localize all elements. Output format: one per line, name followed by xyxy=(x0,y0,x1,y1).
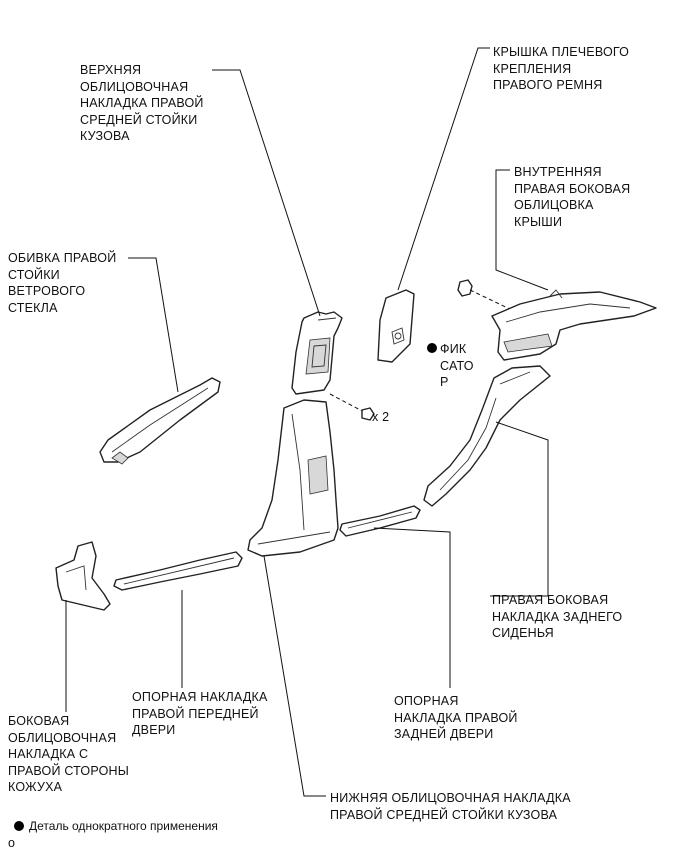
leader-lines xyxy=(65,47,549,797)
screw-part xyxy=(329,393,375,421)
label-clip-count: x 2 xyxy=(372,410,390,424)
label-clip: ФИК САТО Р xyxy=(440,342,474,389)
label-cowl-side-trim: БОКОВАЯ ОБЛИЦОВОЧНАЯ НАКЛАДКА С ПРАВОЙ С… xyxy=(8,714,130,794)
label-front-door-scuff-plate: ОПОРНАЯ НАКЛАДКА ПРАВОЙ ПЕРЕДНЕЙ ДВЕРИ xyxy=(132,690,268,737)
legend-marker: o xyxy=(8,836,16,850)
cowl-side-trim-part xyxy=(55,541,111,611)
rear-seat-side-garnish-part xyxy=(423,365,551,507)
label-lower-b-pillar-garnish: НИЖНЯЯ ОБЛИЦОВОЧНАЯ НАКЛАДКА ПРАВОЙ СРЕД… xyxy=(330,791,571,822)
label-upper-b-pillar-garnish: ВЕРХНЯЯ ОБЛИЦОВОЧНАЯ НАКЛАДКА ПРАВОЙ СРЕ… xyxy=(80,63,204,143)
legend-text: Деталь однократного применения xyxy=(29,819,218,833)
non-reusable-dot-icon xyxy=(14,821,24,831)
front-pillar-garnish-part xyxy=(99,377,221,465)
upper-b-pillar-garnish-part xyxy=(291,311,343,395)
label-shoulder-belt-cover: КРЫШКА ПЛЕЧЕВОГО КРЕПЛЕНИЯ ПРАВОГО РЕМНЯ xyxy=(493,45,630,92)
legend: Деталь однократного применения xyxy=(14,818,218,834)
label-front-pillar-garnish: ОБИВКА ПРАВОЙ СТОЙКИ ВЕТРОВОГО СТЕКЛА xyxy=(8,251,117,315)
non-reusable-marker-icon xyxy=(427,343,437,353)
rear-door-scuff-plate-part xyxy=(339,505,421,537)
label-rear-seat-side-garnish: ПРАВАЯ БОКОВАЯ НАКЛАДКА ЗАДНЕГО СИДЕНЬЯ xyxy=(492,593,623,640)
roof-side-inner-garnish-part xyxy=(491,289,657,361)
label-roof-side-inner-garnish: ВНУТРЕННЯЯ ПРАВАЯ БОКОВАЯ ОБЛИЦОВКА КРЫШ… xyxy=(514,165,631,229)
lower-b-pillar-garnish-part xyxy=(247,399,339,557)
shoulder-belt-cover-part xyxy=(377,289,415,363)
label-rear-door-scuff-plate: ОПОРНАЯ НАКЛАДКА ПРАВОЙ ЗАДНЕЙ ДВЕРИ xyxy=(394,694,518,741)
clip-part xyxy=(457,279,513,311)
front-door-scuff-plate-part xyxy=(113,551,243,591)
